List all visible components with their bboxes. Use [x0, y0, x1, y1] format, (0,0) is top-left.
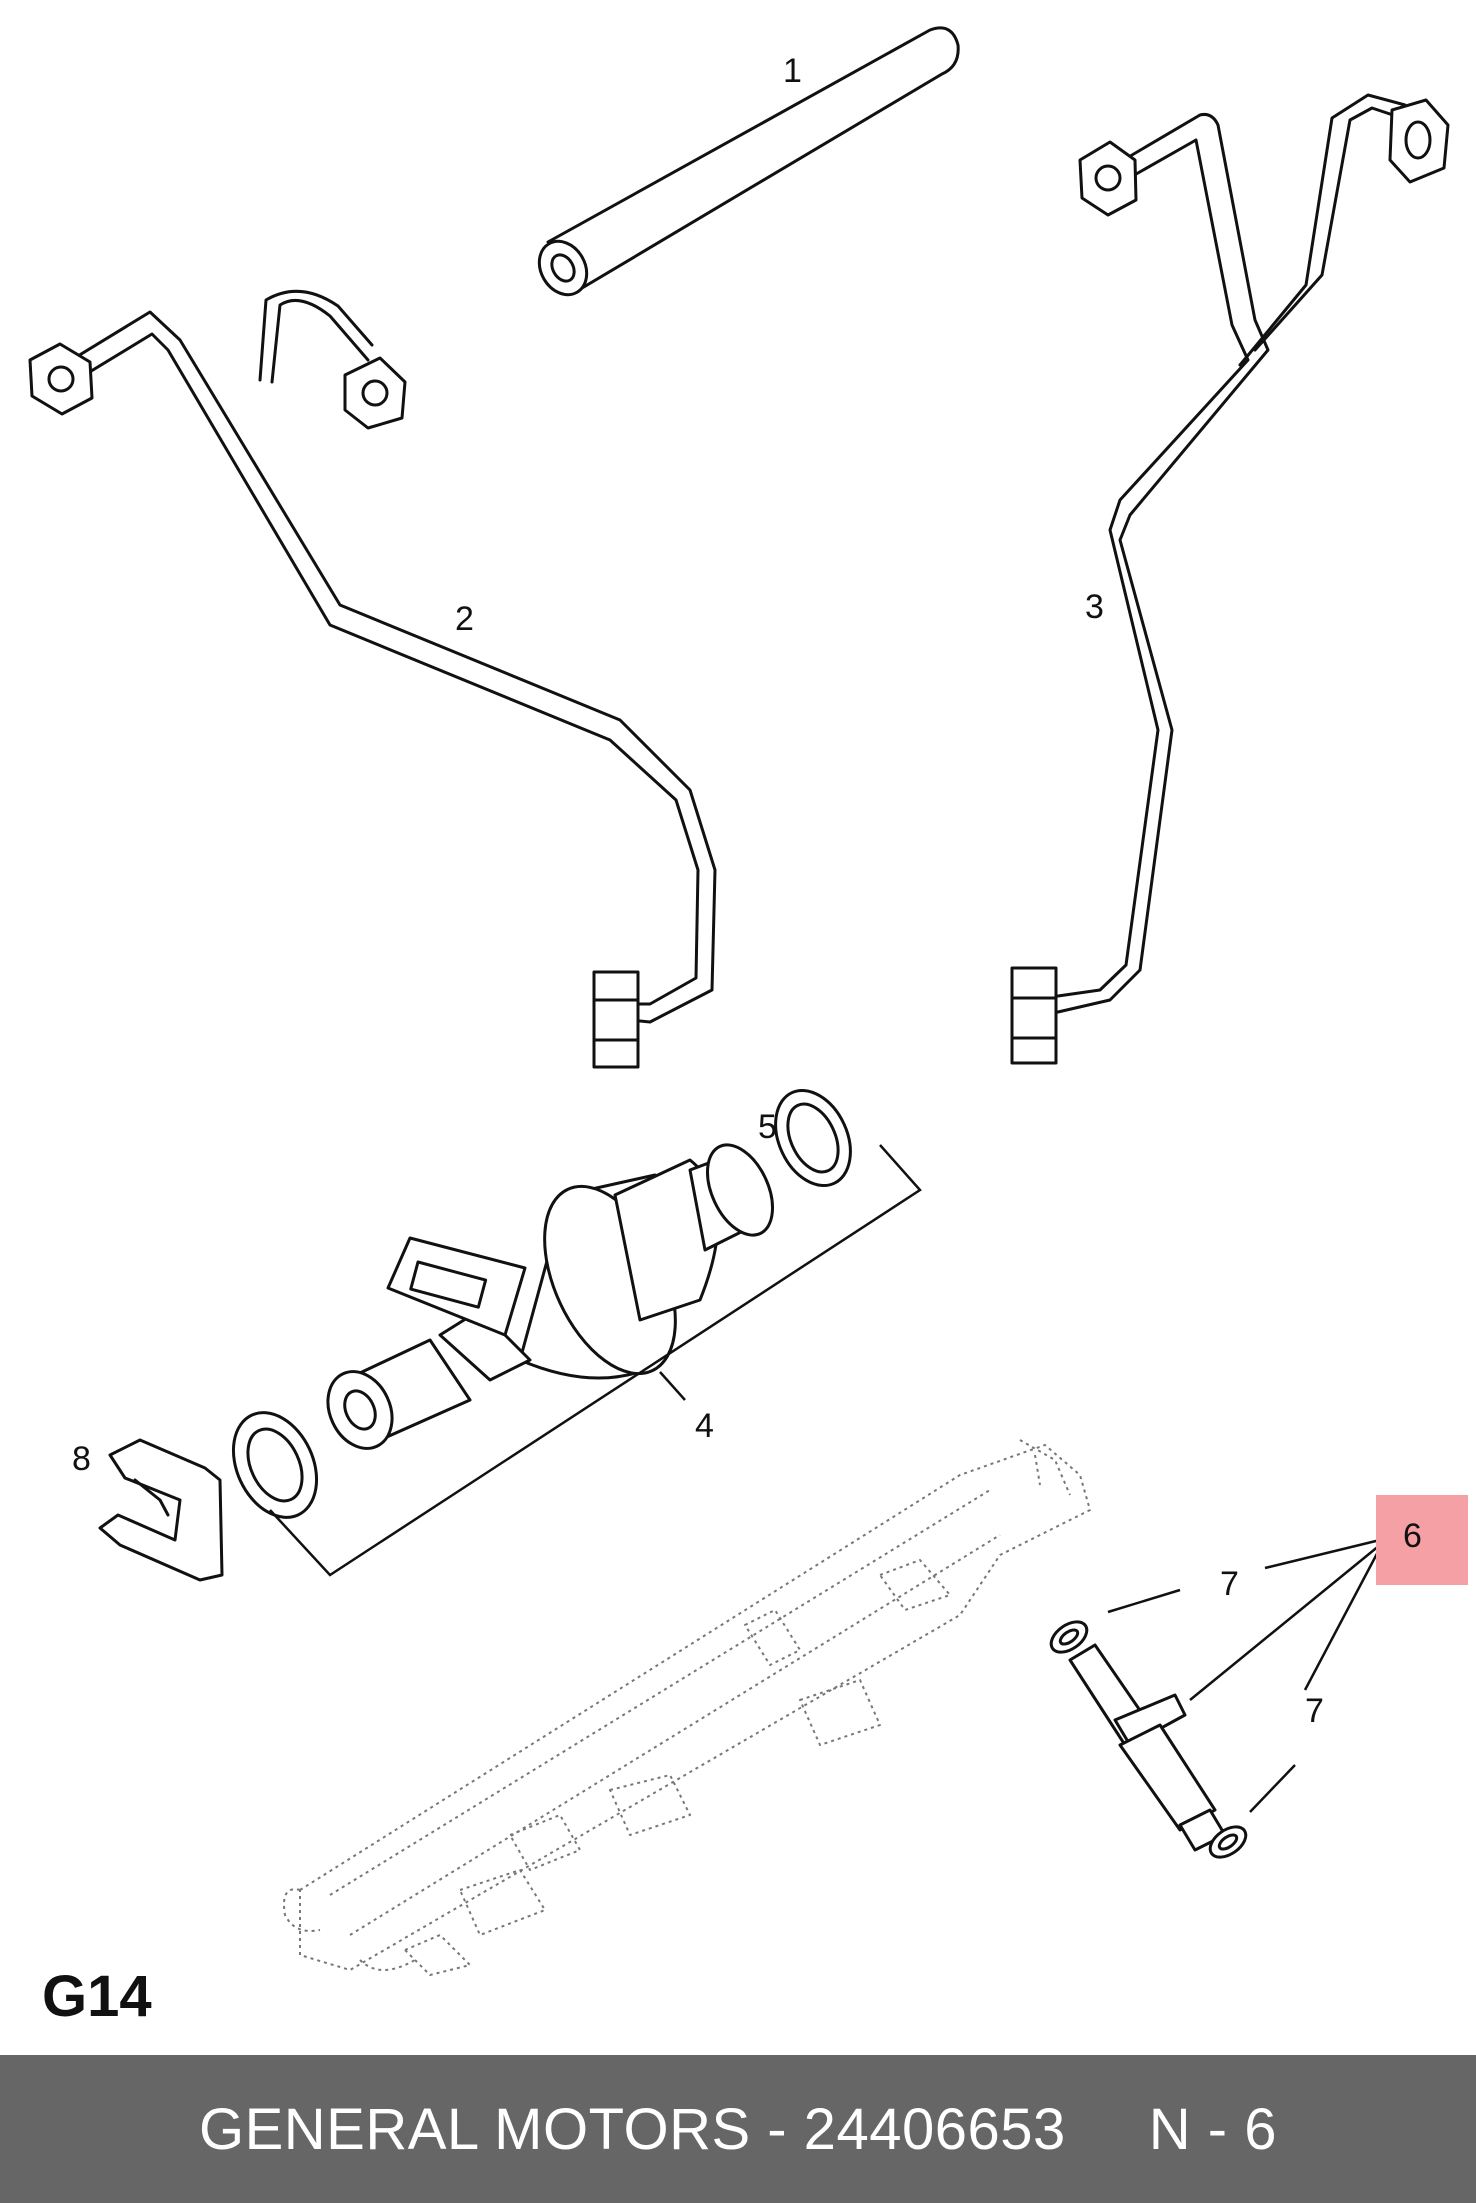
pipe-3-nut-right	[1388, 98, 1450, 184]
footer-part-text: GENERAL MOTORS - 24406653 N - 6	[198, 2096, 1277, 2162]
part-6-injector	[1068, 1643, 1227, 1852]
part-2-fuel-pipe	[28, 289, 717, 1069]
pipe-2-fitting	[592, 970, 640, 1069]
part-4-injector	[326, 1143, 774, 1450]
callout-5: 5	[758, 1108, 777, 1146]
page-label: G14	[42, 1964, 152, 2029]
callout-2: 2	[455, 600, 474, 638]
callout-6: 6	[1403, 1517, 1422, 1555]
callout-1: 1	[783, 52, 802, 90]
fuel-rail-ghost	[283, 1439, 1091, 1976]
part-7-seal-top	[1049, 1620, 1089, 1654]
callout-7-lower: 7	[1305, 1692, 1324, 1730]
callout-6-highlight	[1376, 1495, 1468, 1585]
part-4-lower-seal-ring	[231, 1411, 319, 1519]
part-5-seal-ring	[774, 1088, 852, 1188]
callout-3: 3	[1085, 588, 1104, 626]
callout-leaders	[1107, 1538, 1382, 1813]
part-1-hose	[537, 26, 960, 297]
callout-4: 4	[695, 1407, 714, 1445]
callout-8: 8	[72, 1440, 91, 1478]
pipe-2-nut-left	[28, 342, 94, 416]
footer-bar: GENERAL MOTORS - 24406653 N - 6	[0, 2055, 1476, 2203]
part-7-seal-bottom	[1208, 1825, 1248, 1859]
callout-7-upper: 7	[1220, 1565, 1239, 1603]
pipe-3-nut-left	[1078, 140, 1138, 217]
part-3-fuel-pipe	[1010, 93, 1450, 1065]
parts-diagram: 1 2 3 4 5 6 7 7 8	[28, 26, 1468, 1976]
part-8-clip	[98, 1438, 224, 1582]
part-4-bracket	[269, 1144, 922, 1577]
pipe-2-nut-right	[343, 356, 407, 430]
pipe-3-fitting	[1010, 966, 1058, 1065]
injector-connector	[386, 1236, 527, 1337]
